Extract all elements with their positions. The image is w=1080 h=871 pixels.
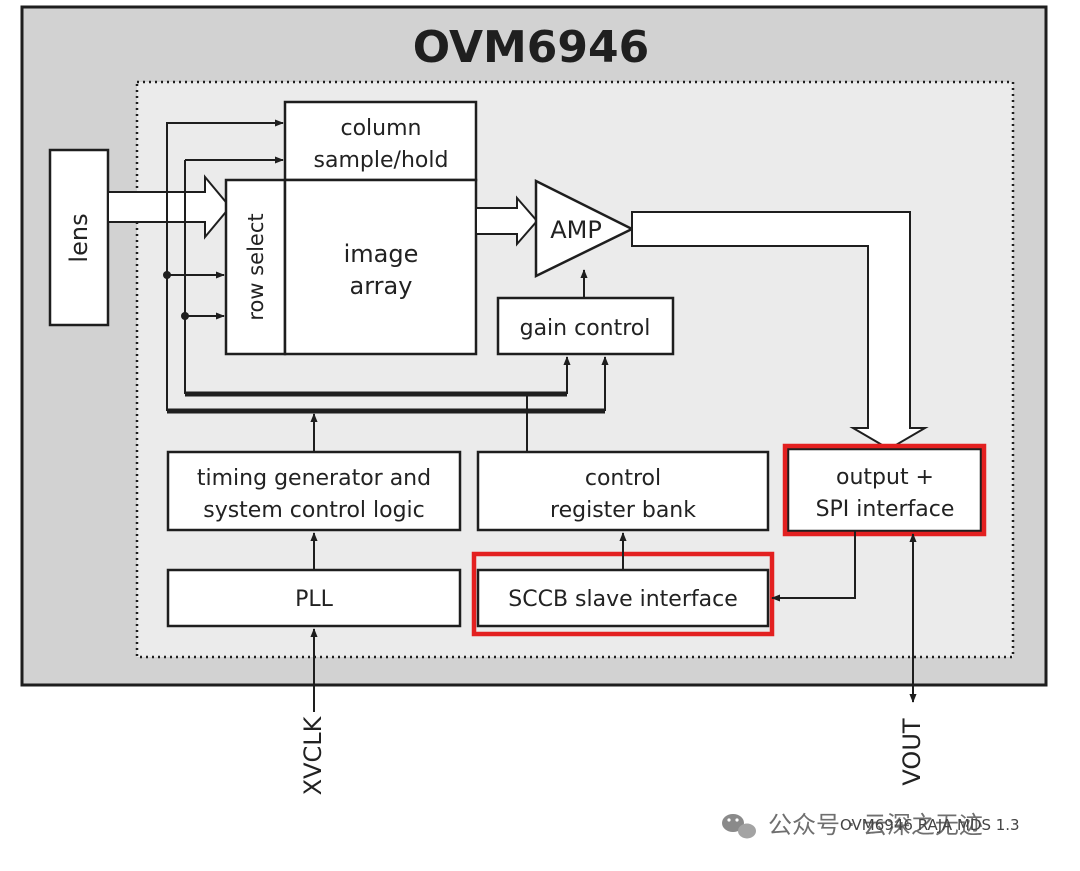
watermark-overlay-text: OVM6946 RAJA MDS 1.3 xyxy=(840,816,1020,834)
sccb-block xyxy=(476,568,770,628)
column-arrow-top xyxy=(166,119,284,411)
column-label-line1: column xyxy=(341,116,422,141)
sccb-label: SCCB slave interface xyxy=(508,587,738,612)
control-reg-label-line1: control xyxy=(585,466,661,491)
pll-label: PLL xyxy=(295,587,334,612)
gain-control-block xyxy=(496,296,675,356)
light-arrow xyxy=(107,174,232,240)
timing-label-line2: system control logic xyxy=(203,498,425,523)
image-array-label-line1: image xyxy=(344,240,419,268)
signal-arrow xyxy=(475,195,539,247)
column-label-line2: sample/hold xyxy=(314,148,449,173)
junction-dot xyxy=(163,271,171,279)
timing-label-line1: timing generator and xyxy=(197,466,431,491)
row-select-block xyxy=(224,178,287,356)
chip-title: OVM6946 xyxy=(413,22,650,73)
output-spi-block xyxy=(786,447,983,533)
amp-block xyxy=(534,178,635,279)
control-reg-label-line2: register bank xyxy=(550,498,696,523)
amp-label: AMP xyxy=(550,216,602,244)
xvclk-pin-label: XVCLK xyxy=(299,715,327,795)
output-label-line1: output + xyxy=(836,465,934,490)
lens-block xyxy=(48,148,110,327)
pll-block xyxy=(166,568,462,628)
image-array-block xyxy=(283,178,478,356)
image-array-label-line2: array xyxy=(350,272,413,300)
output-label-line2: SPI interface xyxy=(816,497,955,522)
amp-output-arrow xyxy=(631,211,929,451)
gain-control-label: gain control xyxy=(520,316,651,341)
column-sample-hold-block xyxy=(283,100,478,182)
output-highlight-box xyxy=(782,443,987,537)
lens-label: lens xyxy=(65,213,93,262)
control-register-block xyxy=(476,450,770,532)
output-to-sccb-arrow xyxy=(771,531,856,602)
timing-generator-block xyxy=(166,450,462,532)
watermark-text: 公众号 · 云深之无迹 xyxy=(768,811,983,839)
vout-pin-label: VOUT xyxy=(898,718,926,785)
wechat-icon xyxy=(722,814,756,839)
row-select-label: row select xyxy=(244,213,268,320)
